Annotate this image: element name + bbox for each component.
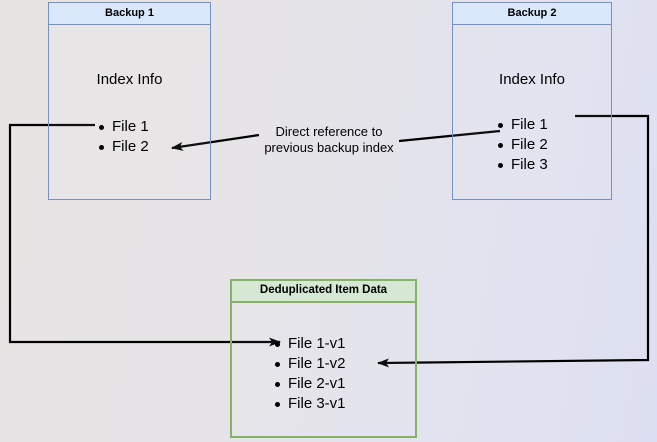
node-deduplicated-item-data[interactable]: Deduplicated Item Data File 1-v1 File 1-…	[230, 279, 417, 438]
node-backup-1-body: Index Info File 1 File 2	[49, 25, 210, 199]
dedup-file-list: File 1-v1 File 1-v2 File 2-v1 File 3-v1	[274, 334, 346, 414]
edge-label-direct-reference: Direct reference to previous backup inde…	[252, 124, 406, 156]
edge-label-line-1: Direct reference to	[275, 124, 383, 139]
list-item: File 2	[98, 137, 149, 157]
node-backup-2-body: Index Info File 1 File 2 File 3	[453, 25, 611, 199]
edge-backup1-file1-to-dedup	[8, 123, 281, 347]
list-item: File 1	[497, 115, 548, 135]
list-item: File 2-v1	[274, 374, 346, 394]
list-item: File 1	[98, 117, 149, 137]
node-backup-1[interactable]: Backup 1 Index Info File 1 File 2	[48, 2, 211, 200]
list-item: File 3	[497, 155, 548, 175]
edge-label-line-2: previous backup index	[264, 140, 394, 155]
node-backup-2[interactable]: Backup 2 Index Info File 1 File 2 File 3	[452, 2, 612, 200]
backup-1-file-list: File 1 File 2	[98, 117, 149, 157]
list-item: File 1-v2	[274, 354, 346, 374]
backup-2-file-list: File 1 File 2 File 3	[497, 115, 548, 175]
list-item: File 2	[497, 135, 548, 155]
list-item: File 3-v1	[274, 394, 346, 414]
edge-backup2-index-to-label	[398, 129, 501, 143]
backup-1-index-info-label: Index Info	[96, 71, 163, 88]
backup-2-index-info-label: Index Info	[499, 71, 565, 88]
node-dedup-header: Deduplicated Item Data	[232, 281, 415, 303]
node-backup-1-header: Backup 1	[49, 3, 210, 25]
node-backup-2-header: Backup 2	[453, 3, 611, 25]
edge-label-to-backup1-file2	[171, 133, 260, 151]
list-item: File 1-v1	[274, 334, 346, 354]
node-dedup-body: File 1-v1 File 1-v2 File 2-v1 File 3-v1	[232, 303, 415, 436]
